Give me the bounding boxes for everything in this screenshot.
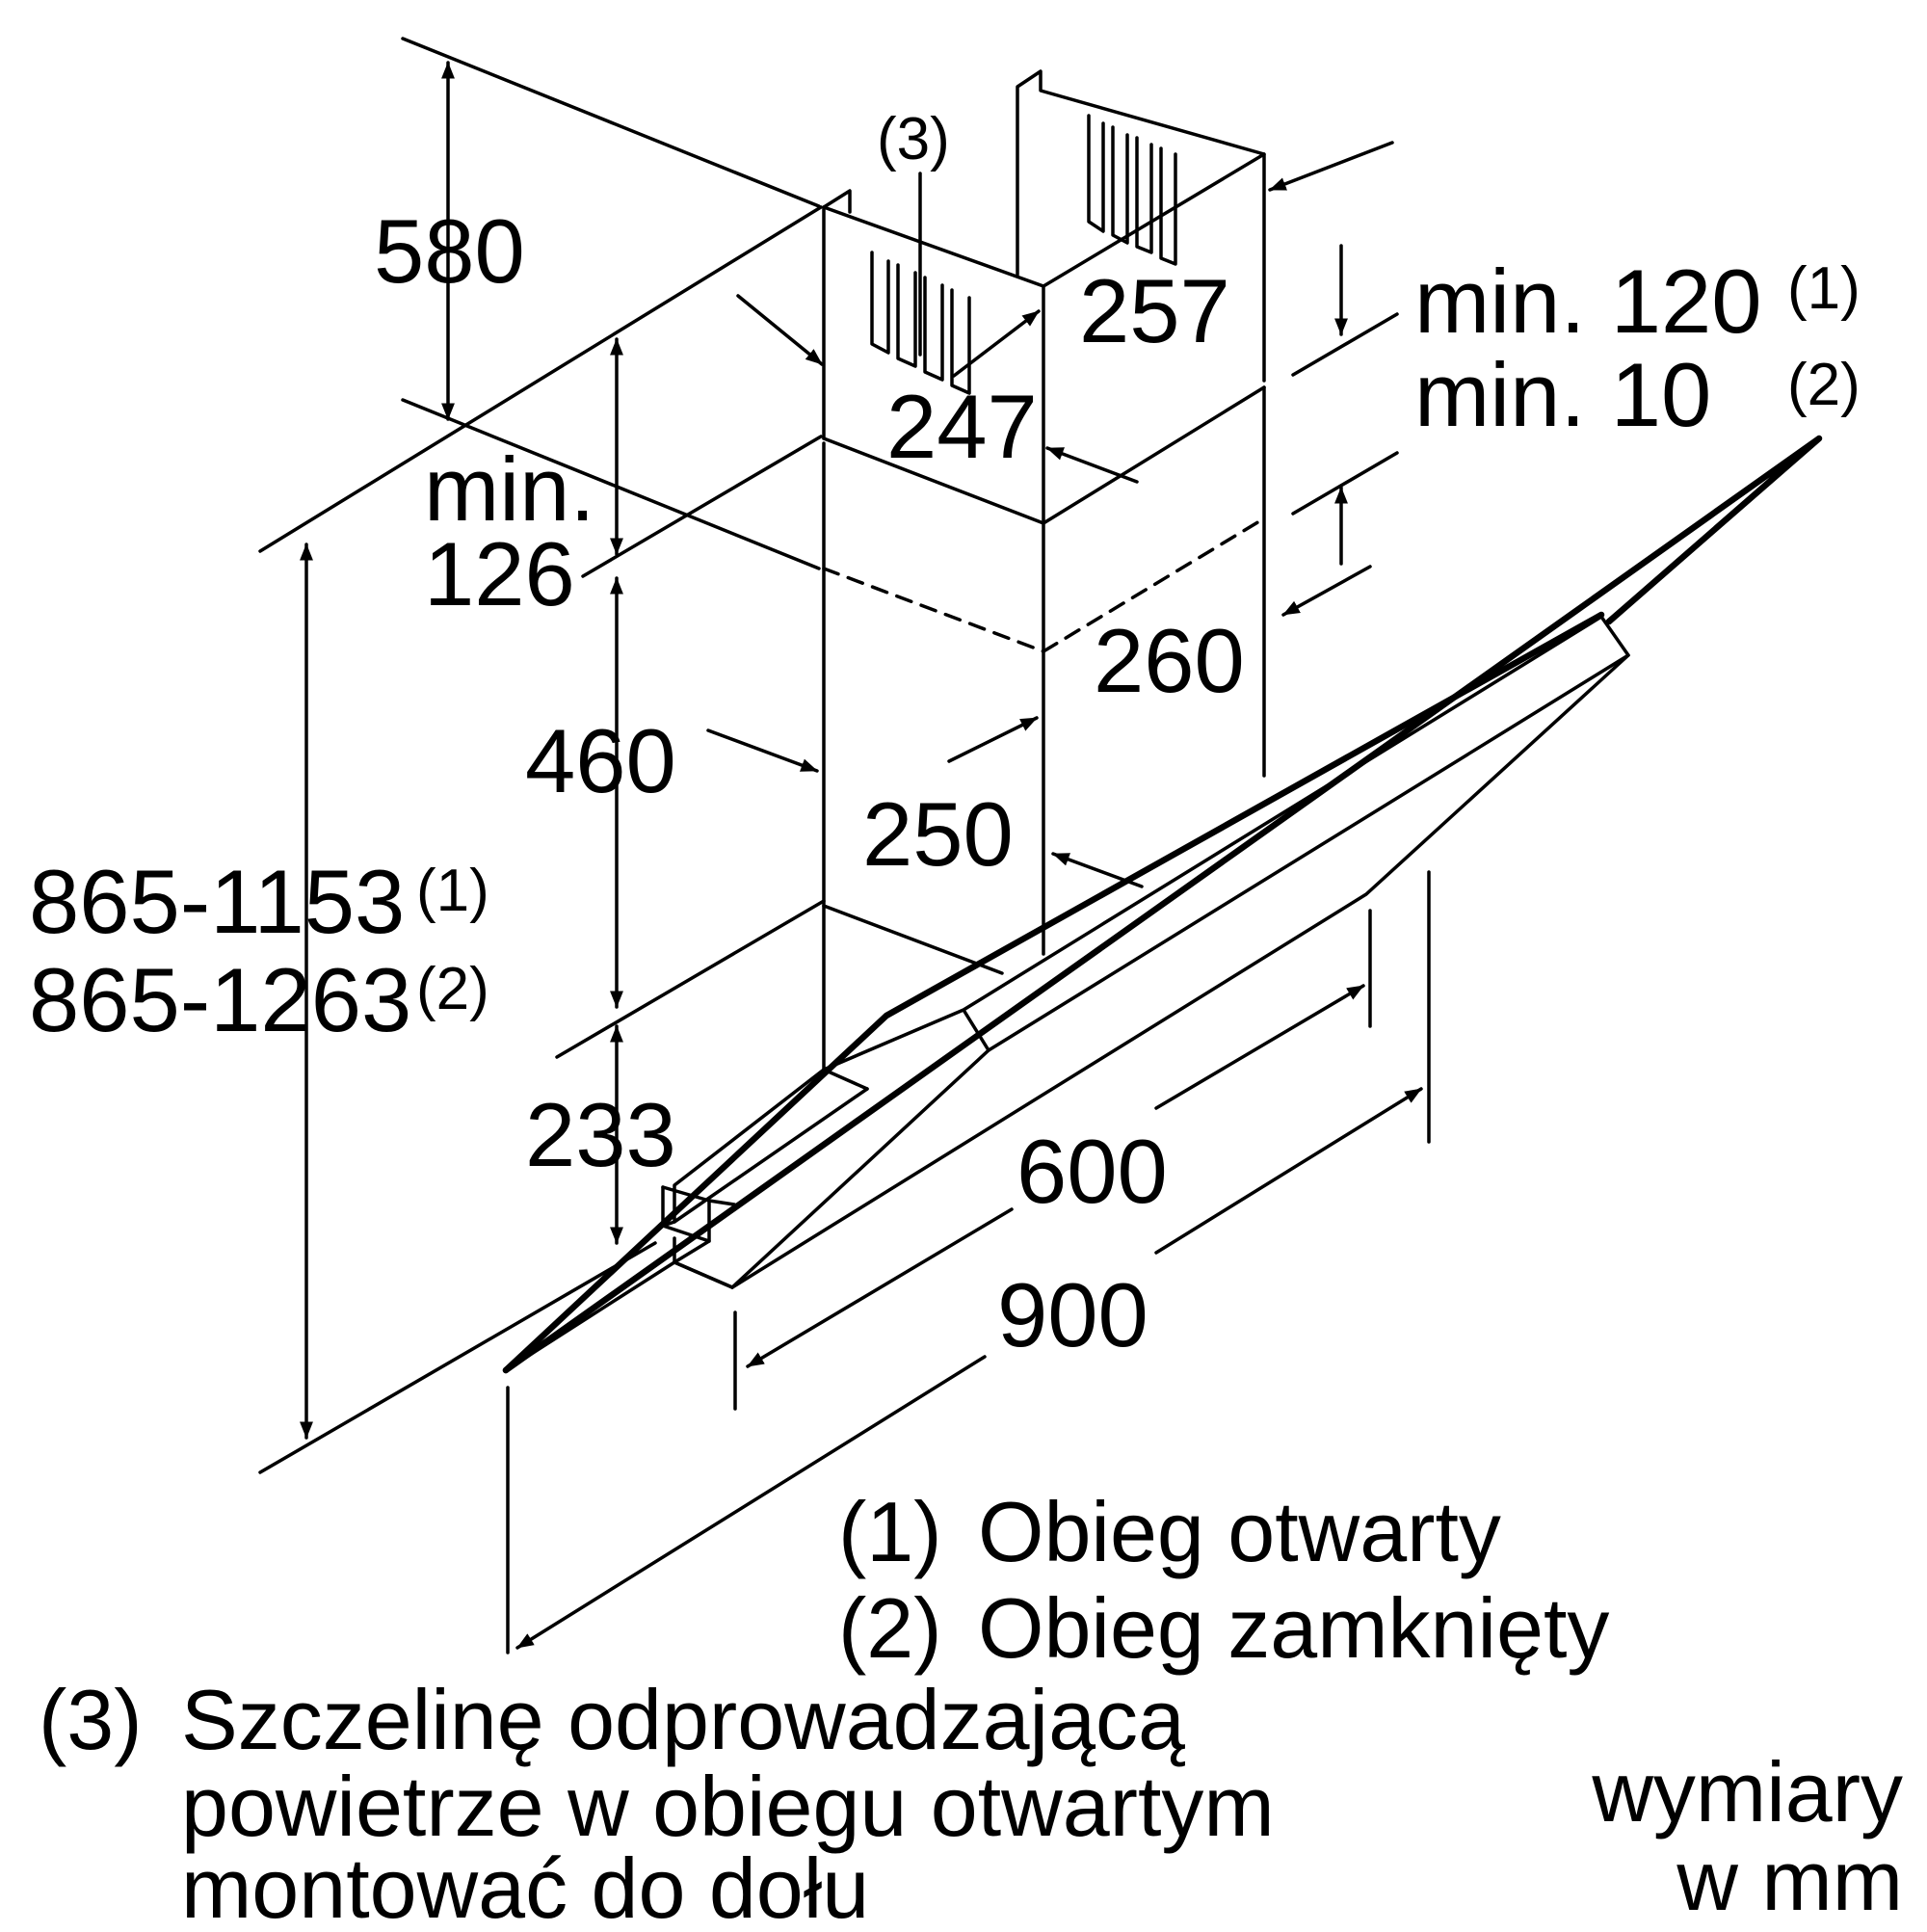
dim-min-120: min. 120 (1414, 251, 1762, 352)
dim-460: 460 (525, 710, 676, 811)
units-line-2: w mm (1676, 1833, 1903, 1927)
dim-height-closed: 865-1263 (29, 949, 411, 1050)
legend-item-3-line-1: Szczelinę odprowadzającą (181, 1672, 1185, 1767)
legend: (1) Obieg otwarty (2) Obieg zamknięty (3… (39, 1484, 1609, 1932)
note-3-marker: (3) (877, 106, 950, 172)
dim-260: 260 (1094, 610, 1245, 711)
units-note: wymiary w mm (1591, 1744, 1903, 1928)
dim-height-open: 865-1153 (29, 851, 405, 952)
vent-slots-left (870, 251, 971, 395)
legend-item-2-text: Obieg zamknięty (978, 1580, 1609, 1676)
height-open-marker: (1) (416, 858, 489, 924)
dim-600: 600 (1016, 1121, 1168, 1222)
vent-slots-right (1087, 114, 1177, 266)
dim-126: 126 (424, 523, 575, 624)
legend-item-1-marker: (1) (838, 1484, 942, 1579)
dim-min-label: min. (424, 438, 595, 540)
dimension-labels: 580 (3) 257 247 min. 120 (1) min. 10 (2)… (29, 106, 1861, 1365)
note-1-marker: (1) (1787, 255, 1861, 322)
upper-chimney (822, 69, 1266, 525)
hood-body (502, 435, 1823, 1374)
dimension-arrows (300, 61, 1431, 1654)
legend-item-3-line-3: montować do dołu (181, 1840, 869, 1927)
lower-chimney (822, 385, 1266, 1072)
legend-item-3-marker: (3) (39, 1672, 143, 1767)
dim-247: 247 (886, 376, 1038, 477)
legend-item-2-marker: (2) (838, 1580, 942, 1676)
dim-900: 900 (997, 1264, 1148, 1365)
dim-233: 233 (525, 1084, 676, 1185)
dim-min-10: min. 10 (1414, 344, 1711, 445)
legend-item-1-text: Obieg otwarty (978, 1484, 1501, 1579)
height-closed-marker: (2) (416, 956, 489, 1022)
dim-580: 580 (374, 200, 525, 302)
legend-item-3-line-2: powietrze w obiegu otwartym (181, 1759, 1275, 1854)
units-line-1: wymiary (1591, 1744, 1903, 1839)
dim-257: 257 (1079, 260, 1230, 361)
note-2-marker: (2) (1787, 352, 1861, 418)
dim-250: 250 (862, 783, 1014, 885)
